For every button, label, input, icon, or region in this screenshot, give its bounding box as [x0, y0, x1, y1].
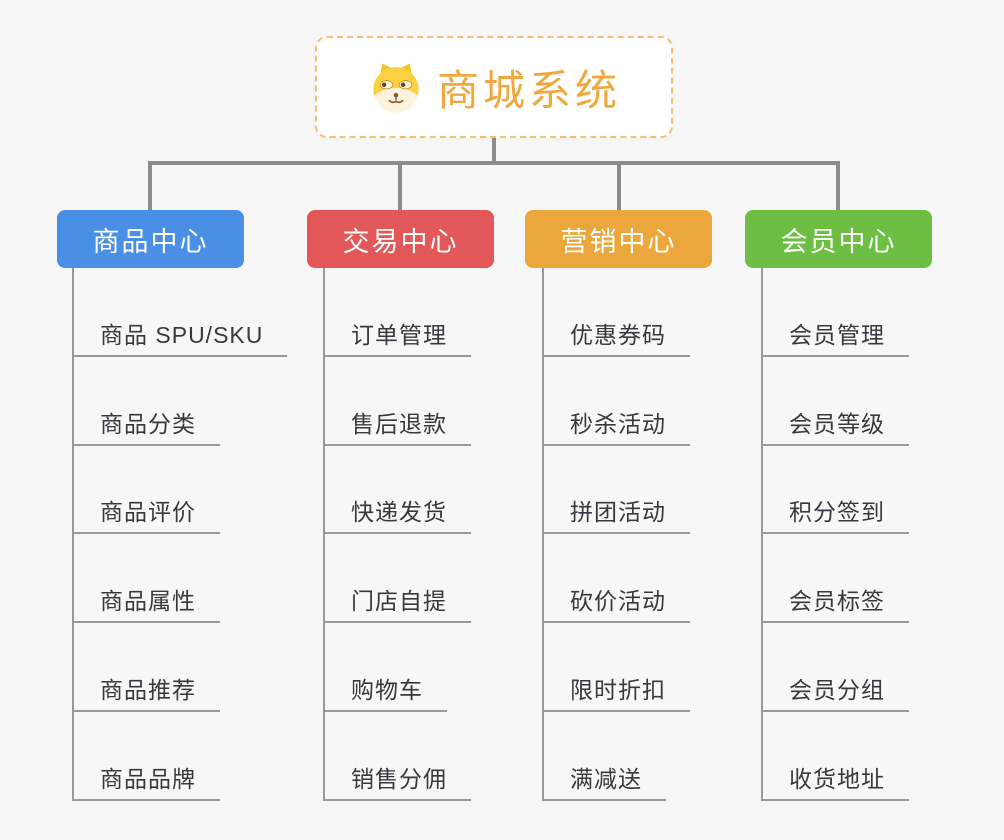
branch-member-center[interactable]: 会员中心 — [745, 210, 932, 268]
child-topic[interactable]: 会员分组 — [761, 623, 909, 712]
child-topic[interactable]: 会员标签 — [761, 534, 909, 624]
child-topic[interactable]: 购物车 — [323, 623, 447, 712]
child-topic[interactable]: 快递发货 — [323, 446, 471, 535]
child-topic[interactable]: 门店自提 — [323, 534, 471, 624]
branch-children-trade: 订单管理 售后退款 快递发货 门店自提 购物车 销售分佣 — [323, 268, 471, 801]
child-topic[interactable]: 限时折扣 — [542, 623, 690, 712]
child-topic[interactable]: 商品品牌 — [72, 712, 220, 801]
branch-marketing-center[interactable]: 营销中心 — [525, 210, 712, 268]
branch-spine-2 — [323, 268, 325, 801]
child-topic[interactable]: 销售分佣 — [323, 712, 471, 801]
child-topic[interactable]: 售后退款 — [323, 357, 471, 446]
branch-trade-center[interactable]: 交易中心 — [307, 210, 494, 268]
child-topic[interactable]: 收货地址 — [761, 712, 909, 801]
child-topic[interactable]: 会员管理 — [761, 268, 909, 357]
branch-product-center[interactable]: 商品中心 — [57, 210, 244, 268]
branch-children-member: 会员管理 会员等级 积分签到 会员标签 会员分组 收货地址 — [761, 268, 909, 801]
child-topic[interactable]: 砍价活动 — [542, 534, 690, 624]
branch-spine-3 — [542, 268, 544, 801]
branch-children-product: 商品 SPU/SKU 商品分类 商品评价 商品属性 商品推荐 商品品牌 — [72, 268, 288, 801]
shiba-dog-icon — [367, 58, 425, 116]
child-topic[interactable]: 会员等级 — [761, 357, 909, 446]
branch-children-marketing: 优惠券码 秒杀活动 拼团活动 砍价活动 限时折扣 满减送 — [542, 268, 690, 801]
child-topic[interactable]: 商品分类 — [72, 357, 220, 446]
connector-drop-branch-2 — [398, 161, 402, 210]
connector-drop-branch-4 — [836, 161, 840, 210]
connector-root-vertical — [492, 138, 496, 165]
child-topic[interactable]: 优惠券码 — [542, 268, 690, 357]
child-topic[interactable]: 秒杀活动 — [542, 357, 690, 446]
branch-spine-1 — [72, 268, 74, 801]
child-topic[interactable]: 商品评价 — [72, 446, 220, 535]
root-topic-title: 商城系统 — [436, 66, 621, 114]
connector-horizontal — [148, 161, 840, 165]
root-topic[interactable]: 商城系统 — [315, 36, 673, 138]
child-topic[interactable]: 满减送 — [542, 712, 666, 801]
child-topic[interactable]: 商品 SPU/SKU — [72, 268, 288, 357]
child-topic[interactable]: 拼团活动 — [542, 446, 690, 535]
connector-drop-branch-1 — [148, 161, 152, 210]
child-topic[interactable]: 积分签到 — [761, 446, 909, 535]
branch-spine-4 — [761, 268, 763, 801]
child-topic[interactable]: 订单管理 — [323, 268, 471, 357]
child-topic[interactable]: 商品推荐 — [72, 623, 220, 712]
child-topic[interactable]: 商品属性 — [72, 534, 220, 624]
connector-drop-branch-3 — [617, 161, 621, 210]
